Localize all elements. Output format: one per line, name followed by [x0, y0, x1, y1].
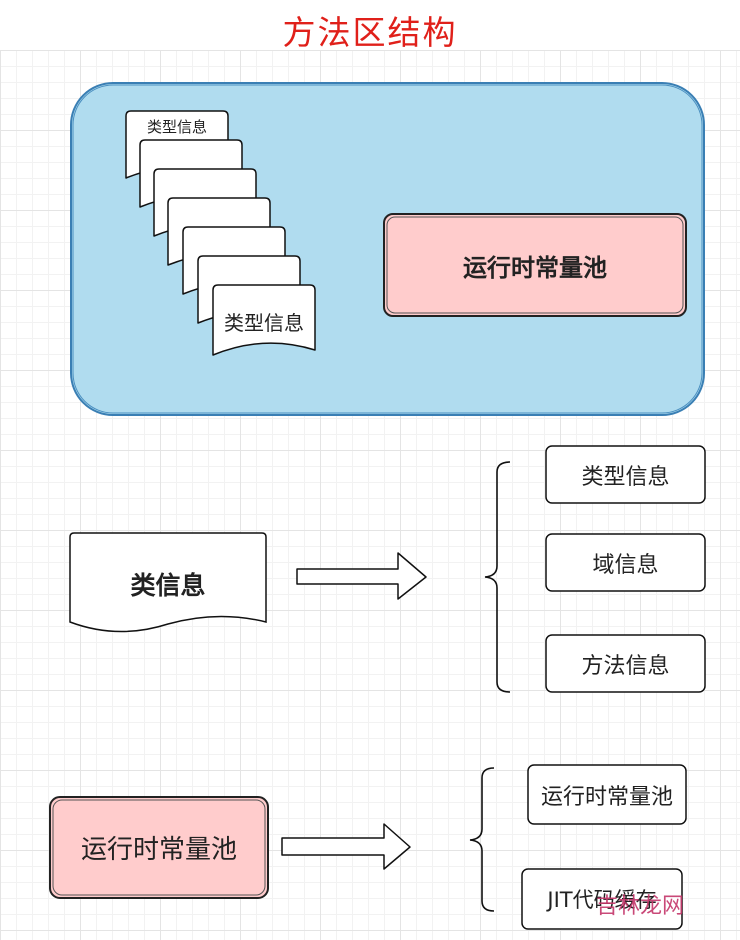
- constant-pool-label: 运行时常量池: [463, 253, 607, 282]
- item-box-constant-pool: [527, 764, 687, 825]
- type-info-stack: [125, 110, 316, 356]
- pool-source-box: [49, 796, 269, 899]
- pool-source-label: 运行时常量池: [80, 835, 237, 865]
- item-box-jit-cache: [521, 868, 683, 930]
- item-box-field-info: [545, 533, 706, 592]
- jit-cache-label: JIT代码缓存: [547, 888, 657, 912]
- class-info-doc: [69, 532, 267, 633]
- constant-pool-item-label: 运行时常量池: [540, 784, 673, 810]
- method-area-panel-outline: [72, 84, 703, 414]
- field-info-label: 域信息: [592, 552, 659, 578]
- item-box-type-info: [545, 445, 706, 504]
- stack-front-label: 类型信息: [224, 310, 304, 335]
- brace-pool: [469, 767, 495, 912]
- doc-card-front: [212, 284, 316, 356]
- arrow-class-info: [296, 552, 427, 600]
- constant-pool-box-outline: [386, 216, 684, 314]
- type-info-label: 类型信息: [581, 464, 670, 490]
- item-box-method-info: [545, 634, 706, 693]
- arrow-pool: [281, 823, 411, 870]
- stack-top-label: 类型信息: [146, 117, 207, 136]
- pool-source-box-outline: [52, 799, 266, 896]
- diagram-title: 方法区结构: [282, 13, 458, 52]
- watermark: 吉林龙网: [596, 894, 685, 919]
- method-info-label: 方法信息: [581, 653, 670, 679]
- class-info-label: 类信息: [130, 571, 206, 600]
- brace-class-info: [484, 461, 511, 693]
- constant-pool-box: [383, 213, 687, 317]
